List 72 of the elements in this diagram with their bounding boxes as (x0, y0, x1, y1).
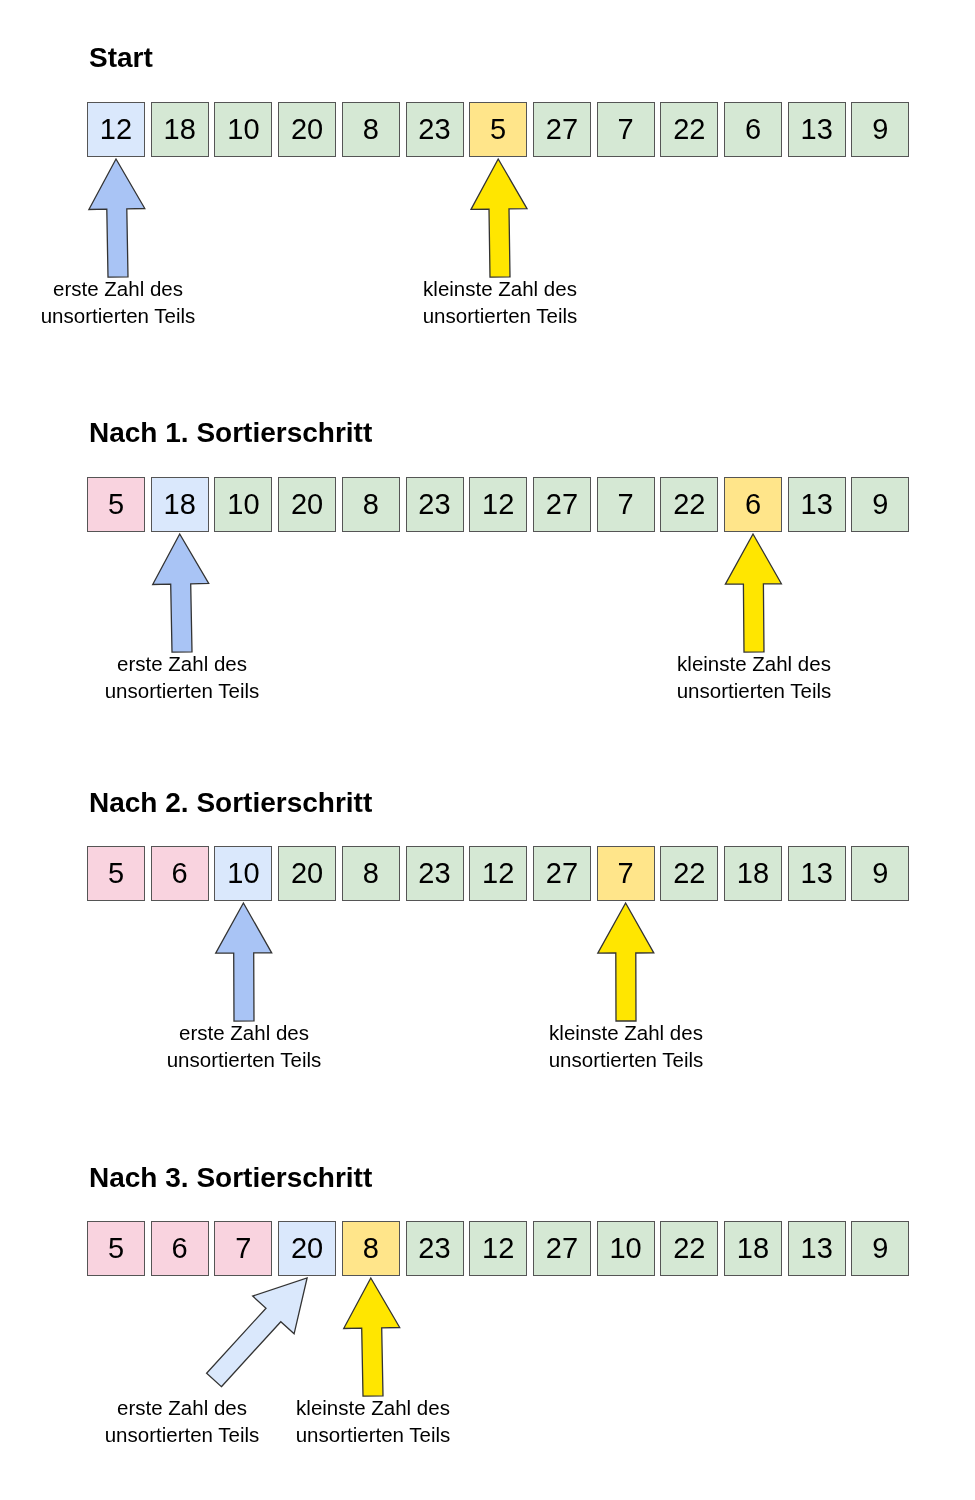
number-cell: 20 (278, 1221, 337, 1276)
number-cell: 9 (851, 102, 910, 157)
number-cell: 7 (214, 1221, 273, 1276)
number-cell: 7 (596, 102, 655, 157)
block-arrow (214, 901, 273, 1022)
number-cell: 10 (214, 477, 273, 532)
pointer-label: erste Zahl des unsortierten Teils (149, 1019, 339, 1073)
pointer-label: erste Zahl des unsortierten Teils (87, 1394, 277, 1448)
section-heading: Nach 3. Sortierschritt (89, 1162, 373, 1194)
section-heading: Nach 1. Sortierschritt (89, 417, 373, 449)
number-cell: 23 (405, 477, 464, 532)
block-arrow (205, 1277, 308, 1388)
number-cell: 27 (532, 102, 591, 157)
section-heading: Nach 2. Sortierschritt (89, 787, 373, 819)
number-cell: 13 (787, 846, 846, 901)
number-cell: 23 (405, 1221, 464, 1276)
number-cell: 9 (851, 846, 910, 901)
number-cell: 8 (341, 1221, 400, 1276)
pointer-label: kleinste Zahl des unsortierten Teils (405, 275, 595, 329)
number-cell: 6 (150, 1221, 209, 1276)
number-cell: 18 (724, 846, 782, 901)
number-cell: 10 (214, 102, 273, 157)
number-cell: 10 (596, 1221, 655, 1276)
number-cell: 20 (278, 102, 337, 157)
number-cell: 27 (532, 477, 591, 532)
number-cell: 23 (405, 102, 464, 157)
number-cell: 12 (469, 477, 528, 532)
number-cell: 9 (851, 1221, 910, 1276)
number-cell: 5 (87, 846, 145, 901)
number-cell: 7 (596, 846, 655, 901)
number-cell: 27 (532, 846, 591, 901)
number-cell: 12 (87, 102, 145, 157)
block-arrow (469, 157, 529, 278)
pointer-label: kleinste Zahl des unsortierten Teils (659, 650, 849, 704)
number-cell: 22 (660, 846, 719, 901)
pointer-label: erste Zahl des unsortierten Teils (87, 650, 277, 704)
number-cell: 27 (532, 1221, 591, 1276)
number-cell: 12 (469, 1221, 528, 1276)
number-cell: 5 (469, 102, 528, 157)
number-cell: 6 (724, 477, 782, 532)
number-cell: 18 (150, 102, 209, 157)
number-cell: 10 (214, 846, 273, 901)
number-cell: 12 (469, 846, 528, 901)
number-cell: 22 (660, 1221, 719, 1276)
pointer-label: erste Zahl des unsortierten Teils (23, 275, 213, 329)
pointer-label: kleinste Zahl des unsortierten Teils (531, 1019, 721, 1073)
pointer-label: kleinste Zahl des unsortierten Teils (278, 1394, 468, 1448)
number-cell: 20 (278, 846, 337, 901)
number-cell: 5 (87, 1221, 145, 1276)
number-cell: 8 (341, 846, 400, 901)
number-cell: 23 (405, 846, 464, 901)
number-cell: 5 (87, 477, 145, 532)
number-cell: 13 (787, 102, 846, 157)
block-arrow (87, 157, 146, 278)
block-arrow (724, 532, 783, 653)
number-cell: 13 (787, 477, 846, 532)
number-cell: 22 (660, 102, 719, 157)
number-cell: 20 (278, 477, 337, 532)
number-cell: 8 (341, 477, 400, 532)
number-cell: 13 (787, 1221, 846, 1276)
block-arrow (151, 532, 210, 653)
number-cell: 18 (150, 477, 209, 532)
block-arrow (342, 1276, 401, 1397)
number-cell: 6 (724, 102, 782, 157)
number-cell: 9 (851, 477, 910, 532)
block-arrow (596, 901, 655, 1022)
number-cell: 7 (596, 477, 655, 532)
number-cell: 18 (724, 1221, 782, 1276)
number-cell: 8 (341, 102, 400, 157)
number-cell: 6 (150, 846, 209, 901)
number-cell: 22 (660, 477, 719, 532)
section-heading: Start (89, 42, 153, 74)
